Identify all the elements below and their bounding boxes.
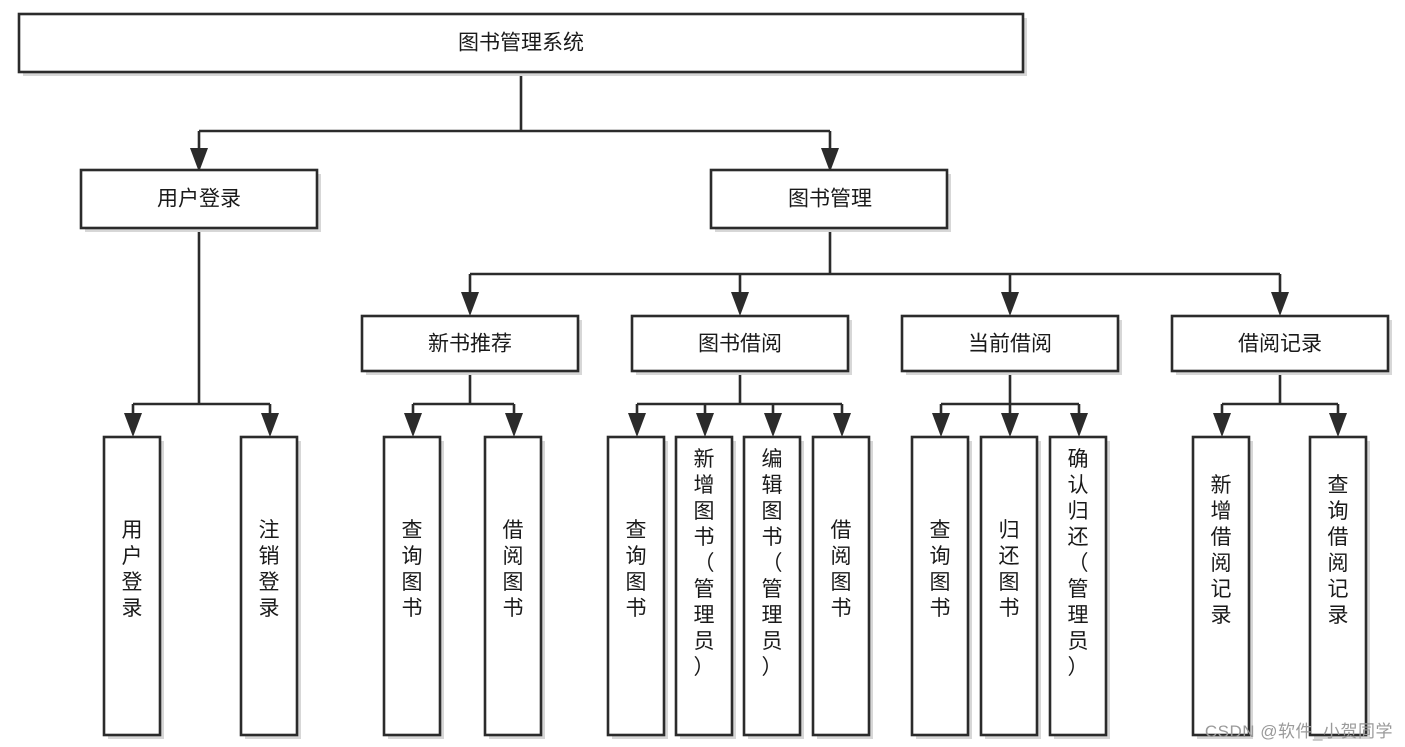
arrow-to-leaf-add-book bbox=[696, 413, 714, 437]
arrow-to-book-borrow bbox=[731, 292, 749, 316]
leaf-user-login-label: 用户登录 bbox=[122, 519, 143, 620]
arrow-to-leaf-add-record bbox=[1213, 413, 1231, 437]
arrow-to-leaf-query-book-2 bbox=[628, 413, 646, 437]
leaf-add-record-label: 新增借阅记录 bbox=[1211, 474, 1232, 627]
user-login-label: 用户登录 bbox=[157, 188, 241, 211]
book-manage-box bbox=[709, 168, 949, 230]
node-leaf-borrow-book-2[interactable]: 借阅图书 bbox=[811, 435, 873, 739]
arrow-to-book-manage bbox=[821, 148, 839, 172]
connector-bookborrow-to-bus bbox=[635, 375, 844, 420]
leaf-borrow-book-2-box bbox=[811, 435, 871, 737]
connector-layer bbox=[124, 76, 1347, 437]
borrow-record-box bbox=[1170, 314, 1390, 373]
node-root[interactable]: 图书管理系统 bbox=[17, 12, 1027, 76]
node-leaf-confirm-return[interactable]: 确认归还（管理员） bbox=[1048, 435, 1110, 739]
current-borrow-label: 当前借阅 bbox=[968, 333, 1052, 356]
arrow-to-borrow-record bbox=[1271, 292, 1289, 316]
arrow-to-leaf-return-book bbox=[1001, 413, 1019, 437]
node-leaf-return-book[interactable]: 归还图书 bbox=[979, 435, 1041, 739]
node-borrow-record[interactable]: 借阅记录 bbox=[1170, 314, 1392, 375]
node-leaf-add-record[interactable]: 新增借阅记录 bbox=[1191, 435, 1253, 739]
root-label: 图书管理系统 bbox=[458, 32, 584, 55]
connector-borrowrecord-to-bus bbox=[1220, 375, 1340, 420]
user-login-box bbox=[79, 168, 319, 230]
leaf-query-book-3-label: 查询图书 bbox=[930, 519, 951, 620]
connector-currentborrow-to-bus bbox=[939, 375, 1081, 420]
arrow-to-leaf-user-logout bbox=[261, 413, 279, 437]
node-leaf-query-book-1[interactable]: 查询图书 bbox=[382, 435, 444, 739]
leaf-add-book-label: 新增图书（管理员） bbox=[694, 448, 715, 679]
leaf-return-book-label: 归还图书 bbox=[999, 519, 1020, 620]
node-leaf-query-book-2[interactable]: 查询图书 bbox=[606, 435, 668, 739]
node-user-login[interactable]: 用户登录 bbox=[79, 168, 321, 232]
leaf-user-login-box bbox=[102, 435, 162, 737]
arrow-to-user-login bbox=[190, 148, 208, 172]
leaf-query-book-2-label: 查询图书 bbox=[626, 519, 647, 620]
connector-root-to-bus bbox=[197, 76, 832, 155]
leaf-return-book-box bbox=[979, 435, 1039, 737]
leaf-query-book-1-label: 查询图书 bbox=[402, 519, 423, 620]
leaf-confirm-return-label: 确认归还（管理员） bbox=[1068, 448, 1089, 679]
leaf-borrow-book-2-label: 借阅图书 bbox=[831, 519, 852, 620]
leaf-user-logout-label: 注销登录 bbox=[259, 519, 280, 620]
node-leaf-edit-book[interactable]: 编辑图书（管理员） bbox=[742, 435, 804, 739]
leaf-edit-book-label: 编辑图书（管理员） bbox=[762, 448, 783, 679]
node-book-borrow[interactable]: 图书借阅 bbox=[630, 314, 852, 375]
leaf-confirm-return-box bbox=[1048, 435, 1108, 737]
borrow-record-label: 借阅记录 bbox=[1238, 333, 1322, 356]
leaf-add-book-box bbox=[674, 435, 734, 737]
leaf-query-book-1-box bbox=[382, 435, 442, 737]
arrow-to-leaf-confirm-return bbox=[1070, 413, 1088, 437]
new-book-rec-label: 新书推荐 bbox=[428, 333, 512, 356]
leaf-user-logout-box bbox=[239, 435, 299, 737]
node-leaf-user-logout[interactable]: 注销登录 bbox=[239, 435, 301, 739]
arrow-to-current-borrow bbox=[1001, 292, 1019, 316]
new-book-rec-box bbox=[360, 314, 580, 373]
book-borrow-box bbox=[630, 314, 850, 373]
arrow-to-leaf-query-book-1 bbox=[404, 413, 422, 437]
node-book-manage[interactable]: 图书管理 bbox=[709, 168, 951, 232]
connector-userlogin-to-bus bbox=[131, 232, 272, 420]
connector-bookmanage-to-bus bbox=[468, 232, 1282, 298]
arrow-to-new-book-rec bbox=[461, 292, 479, 316]
current-borrow-box bbox=[900, 314, 1120, 373]
arrow-to-leaf-user-login bbox=[124, 413, 142, 437]
node-current-borrow[interactable]: 当前借阅 bbox=[900, 314, 1122, 375]
arrow-to-leaf-query-record bbox=[1329, 413, 1347, 437]
leaf-query-book-2-box bbox=[606, 435, 666, 737]
csdn-watermark: CSDN @软件_小贺同学 bbox=[1204, 722, 1393, 741]
arrow-to-leaf-edit-book bbox=[764, 413, 782, 437]
arrow-to-leaf-borrow-book-2 bbox=[833, 413, 851, 437]
leaf-query-book-3-box bbox=[910, 435, 970, 737]
node-leaf-add-book[interactable]: 新增图书（管理员） bbox=[674, 435, 736, 739]
leaf-borrow-book-1-label: 借阅图书 bbox=[503, 519, 524, 620]
connector-newbook-to-bus bbox=[411, 375, 516, 420]
book-manage-label: 图书管理 bbox=[788, 188, 872, 211]
leaf-query-record-box bbox=[1308, 435, 1368, 737]
node-leaf-borrow-book-1[interactable]: 借阅图书 bbox=[483, 435, 545, 739]
arrow-to-leaf-borrow-book-1 bbox=[505, 413, 523, 437]
arrow-to-leaf-query-book-3 bbox=[932, 413, 950, 437]
node-leaf-user-login[interactable]: 用户登录 bbox=[102, 435, 164, 739]
leaf-edit-book-box bbox=[742, 435, 802, 737]
book-borrow-label: 图书借阅 bbox=[698, 333, 782, 356]
node-leaf-query-book-3[interactable]: 查询图书 bbox=[910, 435, 972, 739]
root-box bbox=[17, 12, 1025, 74]
node-leaf-query-record[interactable]: 查询借阅记录 bbox=[1308, 435, 1370, 739]
leaf-borrow-book-1-box bbox=[483, 435, 543, 737]
leaf-query-record-label: 查询借阅记录 bbox=[1328, 474, 1349, 627]
node-new-book-rec[interactable]: 新书推荐 bbox=[360, 314, 582, 375]
leaf-add-record-box bbox=[1191, 435, 1251, 737]
